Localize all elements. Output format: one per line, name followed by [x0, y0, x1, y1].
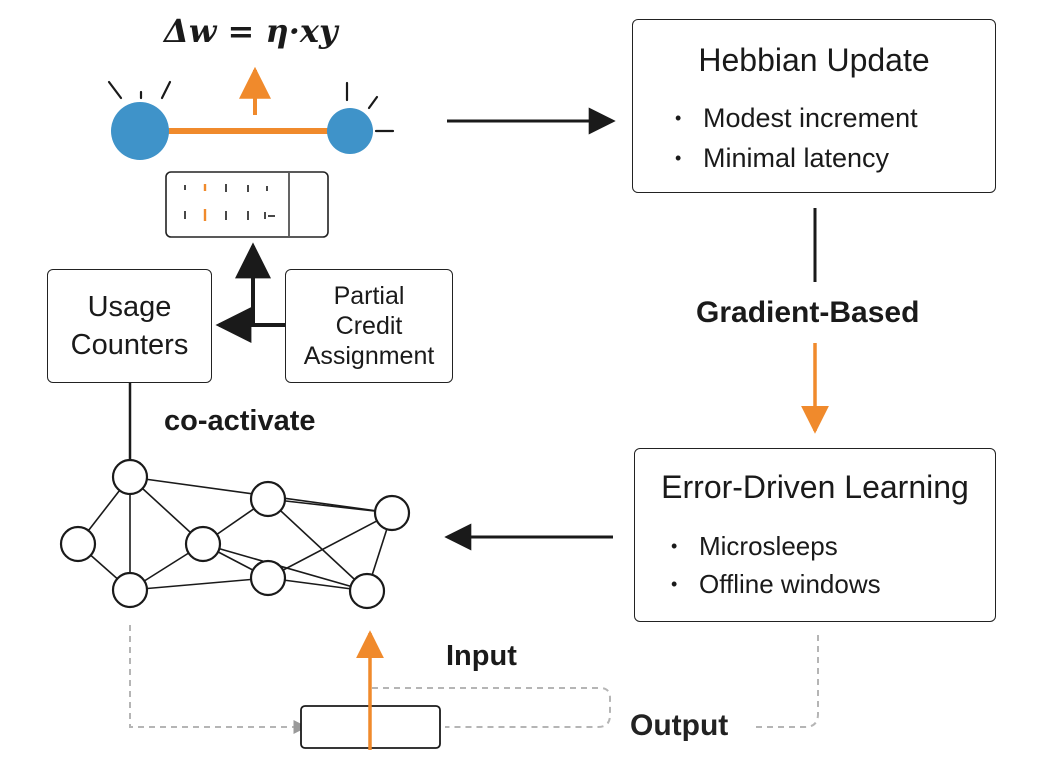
network-node: [249, 480, 287, 518]
presynaptic-neuron: [111, 102, 169, 160]
network-node: [373, 494, 411, 532]
neural-network: [59, 458, 411, 610]
error-driven-bullet: Offline windows: [671, 565, 881, 603]
network-node: [59, 525, 97, 563]
network-to-buffer-dashed-arrow: [129, 625, 308, 734]
co-activate-label: co-activate: [164, 405, 316, 437]
error-driven-learning-box: Error-Driven Learning Microsleeps Offlin…: [634, 448, 996, 622]
hebbian-bullet: Modest increment: [675, 98, 918, 138]
partial-credit-line: Assignment: [303, 342, 435, 370]
network-node: [348, 572, 386, 610]
network-node: [111, 571, 149, 609]
partial-credit-line: Credit: [335, 312, 403, 340]
hebbian-update-box: Hebbian Update Modest increment Minimal …: [632, 19, 996, 193]
usage-counters-line: Counters: [70, 329, 189, 361]
usage-counters-line: Usage: [87, 291, 172, 323]
buffer-loop-dashed: [372, 687, 611, 728]
spike-raster: [165, 171, 329, 238]
network-node: [111, 458, 149, 496]
hebbian-bullet-list: Modest increment Minimal latency: [675, 98, 918, 178]
firing-spark-lines: [107, 80, 395, 133]
partial-credit-line: Partial: [333, 282, 405, 310]
io-loop: [129, 625, 819, 750]
synapse-neurons: [107, 66, 395, 160]
postsynaptic-neuron: [327, 108, 373, 154]
error-driven-bullet-list: Microsleeps Offline windows: [671, 527, 881, 603]
usage-counters-box: Usage Counters: [47, 269, 212, 383]
hebbian-bullet: Minimal latency: [675, 138, 918, 178]
partial-credit-assignment-box: Partial Credit Assignment: [285, 269, 453, 383]
input-label: Input: [446, 640, 517, 672]
gradient-based-label: Gradient-Based: [696, 296, 920, 329]
hebbian-update-title: Hebbian Update: [698, 42, 930, 78]
hebbian-formula: Δw = η·xy: [164, 12, 338, 50]
network-node: [184, 525, 222, 563]
network-node: [249, 559, 287, 597]
error-driven-title: Error-Driven Learning: [661, 469, 969, 505]
output-to-error-dashed: [756, 633, 819, 728]
error-driven-bullet: Microsleeps: [671, 527, 881, 565]
output-label: Output: [630, 709, 729, 742]
